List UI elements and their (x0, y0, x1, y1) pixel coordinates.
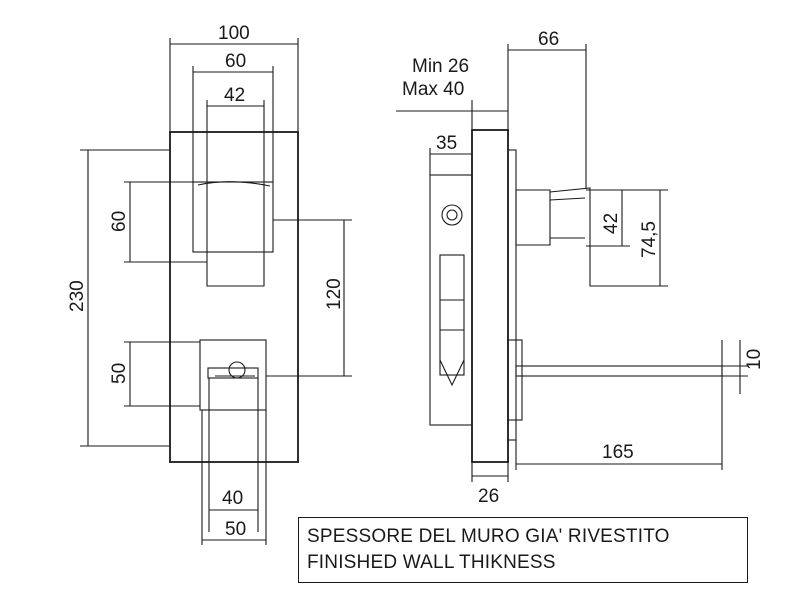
dim-height-upper: 60 (109, 211, 130, 232)
upper-module-outer (192, 181, 274, 253)
label-min: Min 26 (412, 56, 469, 77)
dim-width-lower-outer: 50 (225, 519, 246, 540)
dim-spout-diameter: 10 (744, 349, 765, 370)
front-view: 100 60 42 230 60 120 50 40 50 (67, 23, 352, 545)
dim-width-lower-inner: 40 (222, 488, 243, 509)
front-plate (169, 131, 299, 463)
dim-box-depth: 35 (436, 133, 457, 154)
label-max: Max 40 (402, 79, 464, 100)
dim-projection: 66 (538, 29, 559, 50)
dim-height-total: 230 (67, 280, 88, 312)
dim-plate-thickness: 26 (478, 486, 499, 507)
dim-outlet-large: 74,5 (639, 221, 660, 258)
side-handle (515, 189, 551, 246)
dim-width-plate-inner: 60 (225, 51, 246, 72)
dim-outlet-small: 42 (601, 213, 622, 234)
dim-width-total: 100 (218, 23, 250, 44)
note-line-italian: SPESSORE DEL MURO GIA' RIVESTITO (307, 526, 670, 547)
dim-spout-length: 165 (602, 442, 634, 463)
dim-width-handle: 42 (224, 85, 245, 106)
side-view: 66 Min 26 Max 40 35 42 74,5 10 165 26 (396, 29, 765, 507)
embedded-box (429, 174, 473, 426)
dim-height-between: 120 (324, 278, 345, 310)
wall-thickness-note: SPESSORE DEL MURO GIA' RIVESTITO FINISHE… (298, 517, 748, 583)
side-wall-plate (471, 129, 509, 463)
note-line-english: FINISHED WALL THIKNESS (307, 552, 556, 573)
spout (515, 365, 723, 377)
upper-handle (206, 182, 265, 287)
dim-height-lower: 50 (109, 363, 130, 384)
lower-module (199, 339, 267, 411)
